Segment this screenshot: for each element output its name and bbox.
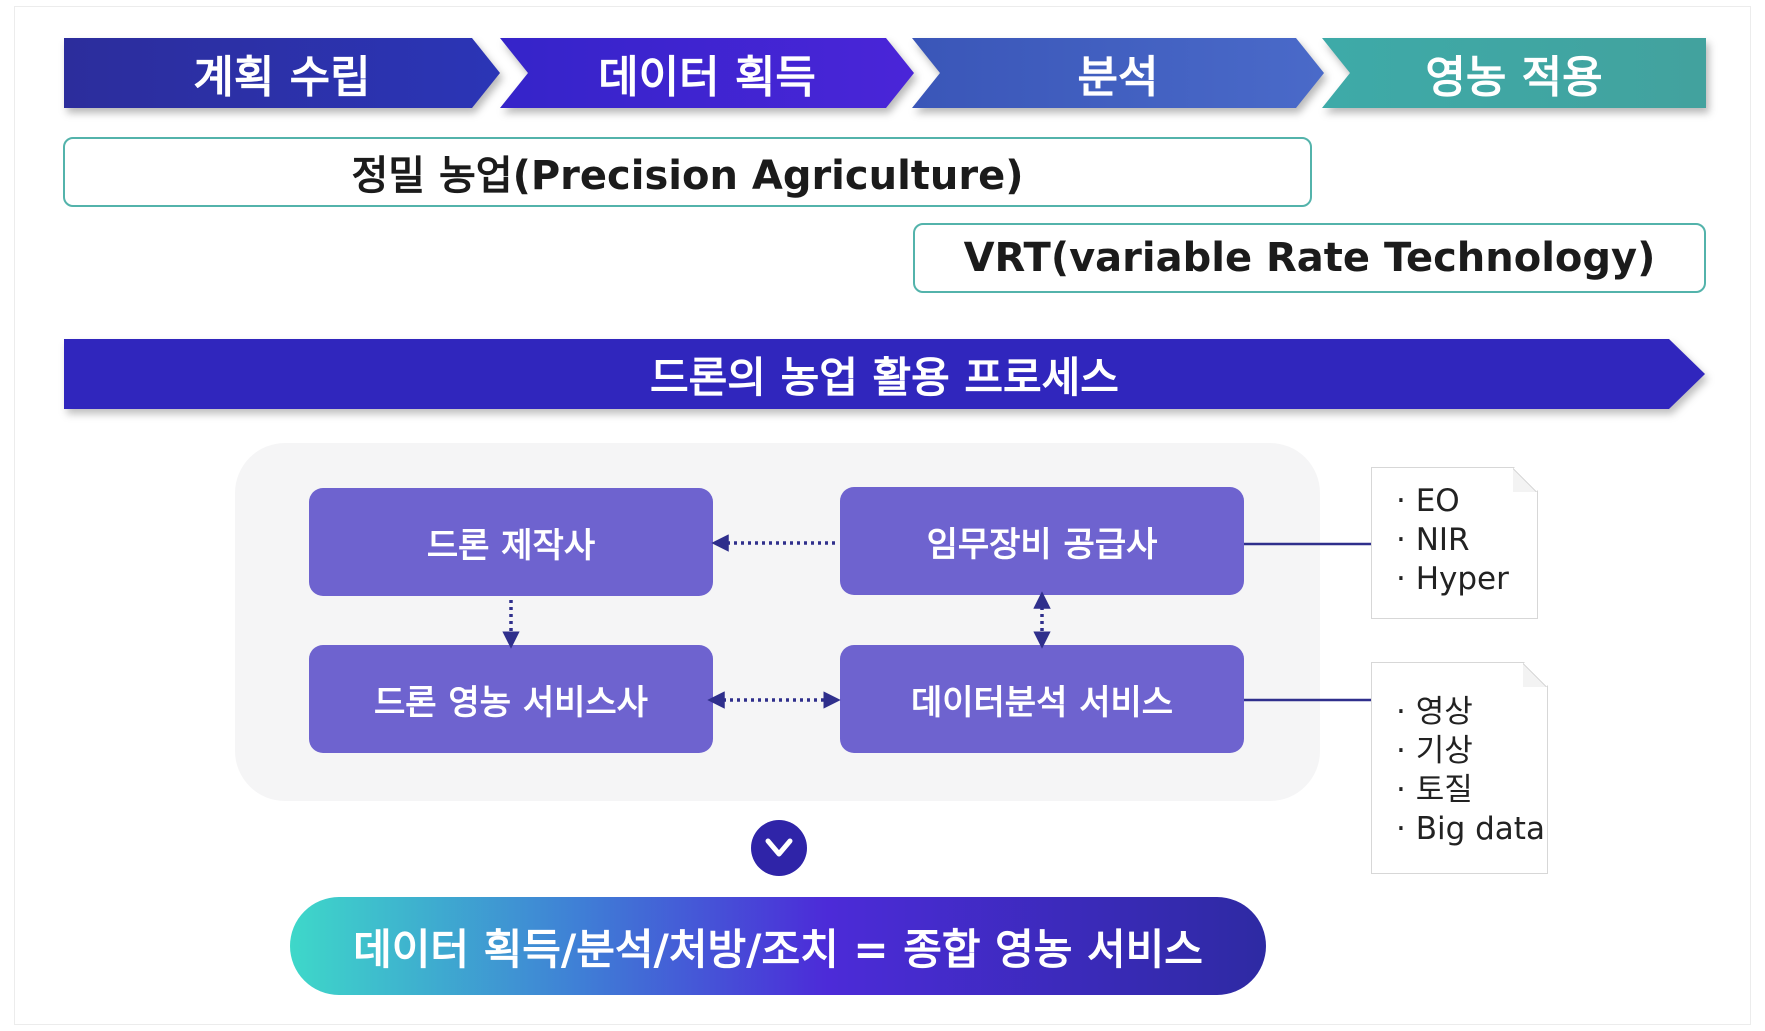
step-analysis-chevron: 분석 bbox=[912, 38, 1324, 108]
precision-agriculture-band: 정밀 농업(Precision Agriculture) bbox=[63, 137, 1312, 207]
band-label: VRT(variable Rate Technology) bbox=[963, 235, 1656, 281]
equipment-supplier-node: 임무장비 공급사 bbox=[840, 487, 1244, 595]
summary-pill: 데이터 획득/분석/처방/조치 = 종합 영농 서비스 bbox=[290, 897, 1266, 995]
note-item: · 기상 bbox=[1396, 733, 1473, 769]
chevron-down-icon bbox=[751, 820, 807, 876]
drone-farming-service-node: 드론 영농 서비스사 bbox=[309, 645, 713, 753]
drone-maker-node: 드론 제작사 bbox=[309, 488, 713, 596]
data-analysis-service-node: 데이터분석 서비스 bbox=[840, 645, 1244, 753]
sensor-note: · EO · NIR · Hyper bbox=[1371, 467, 1538, 619]
step-label: 데이터 획득 bbox=[598, 52, 816, 103]
data-note: · 영상 · 기상 · 토질 · Big data bbox=[1371, 662, 1548, 874]
process-title: 드론의 농업 활용 프로세스 bbox=[650, 352, 1119, 402]
step-data-acquisition-chevron: 데이터 획득 bbox=[500, 38, 914, 108]
step-label: 분석 bbox=[1077, 52, 1159, 103]
node-label: 데이터분석 서비스 bbox=[910, 682, 1174, 723]
step-label: 영농 적용 bbox=[1425, 52, 1603, 103]
note-item: · NIR bbox=[1396, 522, 1470, 558]
summary-label: 데이터 획득/분석/처방/조치 = 종합 영농 서비스 bbox=[353, 924, 1203, 974]
note-item: · Big data bbox=[1396, 811, 1545, 847]
note-item: · EO bbox=[1396, 483, 1460, 519]
diagram-frame bbox=[14, 6, 1751, 1025]
vrt-band: VRT(variable Rate Technology) bbox=[913, 223, 1706, 293]
process-title-arrow: 드론의 농업 활용 프로세스 bbox=[64, 339, 1705, 409]
node-label: 드론 영농 서비스사 bbox=[374, 682, 648, 723]
step-planning-chevron: 계획 수립 bbox=[64, 38, 500, 108]
note-item: · 영상 bbox=[1396, 694, 1473, 730]
note-item: · 토질 bbox=[1396, 772, 1473, 808]
node-label: 드론 제작사 bbox=[426, 525, 596, 566]
step-application-chevron: 영농 적용 bbox=[1322, 38, 1706, 108]
note-item: · Hyper bbox=[1396, 561, 1509, 597]
band-label: 정밀 농업(Precision Agriculture) bbox=[351, 153, 1024, 199]
node-label: 임무장비 공급사 bbox=[926, 524, 1158, 565]
step-label: 계획 수립 bbox=[193, 52, 371, 103]
